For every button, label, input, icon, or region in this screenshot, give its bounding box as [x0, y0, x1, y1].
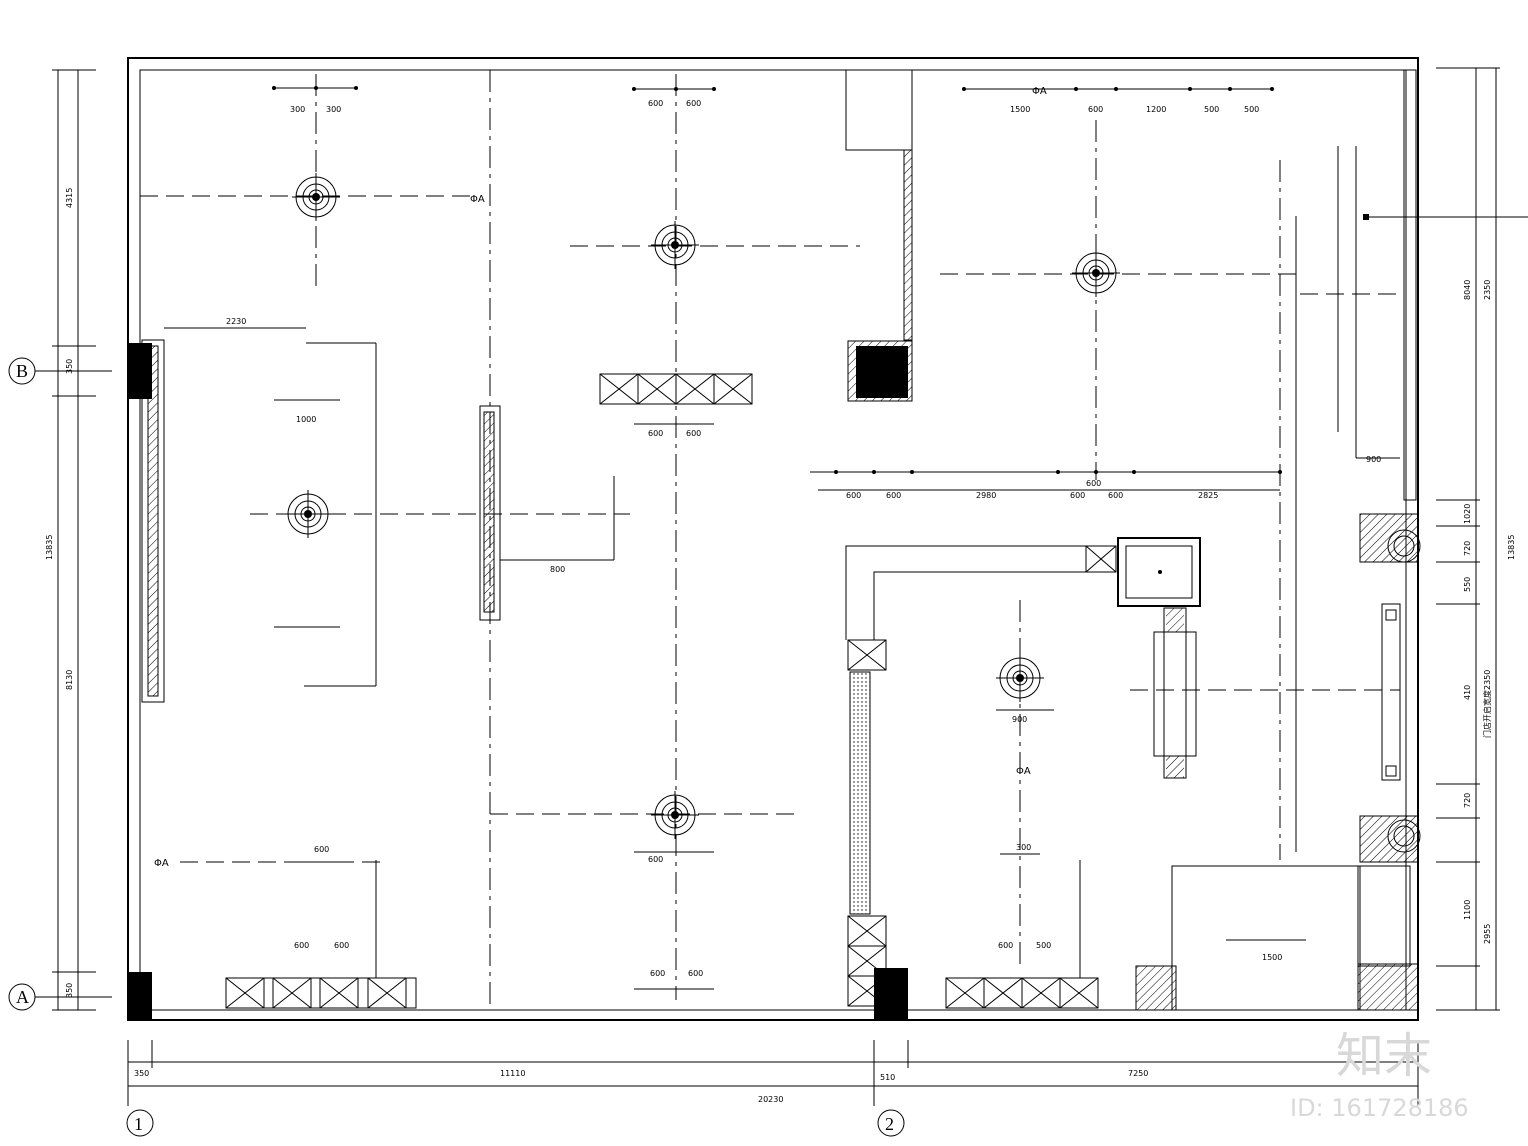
svg-text:ΦA: ΦA: [154, 858, 169, 869]
right-dimension-chain: 13835 8040 2350 1020 720 550 410 720 110…: [1436, 67, 1516, 1011]
svg-text:1500: 1500: [1262, 953, 1282, 962]
svg-text:A: A: [16, 987, 29, 1007]
svg-text:600: 600: [886, 491, 901, 500]
svg-text:2230: 2230: [226, 317, 246, 326]
svg-text:500: 500: [1036, 941, 1051, 950]
svg-text:20230: 20230: [758, 1095, 783, 1104]
svg-text:600: 600: [294, 941, 309, 950]
svg-text:600: 600: [686, 99, 701, 108]
crate-groups: [225, 373, 1099, 1009]
svg-text:350: 350: [134, 1069, 149, 1078]
svg-text:1000: 1000: [296, 415, 316, 424]
svg-text:门店开启宽度2350: 门店开启宽度2350: [1482, 670, 1492, 738]
svg-text:2955: 2955: [1483, 924, 1492, 944]
axis-bubble-2: 2: [877, 1109, 905, 1137]
svg-text:800: 800: [550, 565, 565, 574]
svg-text:600: 600: [648, 99, 663, 108]
svg-text:600: 600: [1108, 491, 1123, 500]
svg-text:600: 600: [648, 429, 663, 438]
svg-text:600: 600: [1070, 491, 1085, 500]
axis-bubble-1: 1: [126, 1109, 154, 1137]
svg-text:900: 900: [1366, 455, 1381, 464]
svg-text:8130: 8130: [65, 670, 74, 690]
svg-text:300: 300: [1016, 843, 1031, 852]
svg-text:2980: 2980: [976, 491, 996, 500]
svg-text:300: 300: [326, 105, 341, 114]
watermark: 知末 ID: 161728186: [1290, 1028, 1469, 1122]
interior-dimensions: [164, 86, 1528, 990]
svg-text:2: 2: [885, 1114, 894, 1134]
center-display-rack: [479, 405, 501, 621]
svg-text:2825: 2825: [1198, 491, 1218, 500]
l-counter: [845, 537, 1201, 915]
svg-text:1100: 1100: [1463, 900, 1472, 920]
svg-text:600: 600: [1088, 105, 1103, 114]
bench: [1153, 607, 1197, 779]
svg-text:500: 500: [1244, 105, 1259, 114]
svg-text:ΦA: ΦA: [1032, 86, 1047, 97]
svg-text:350: 350: [65, 983, 74, 998]
svg-text:11110: 11110: [500, 1069, 525, 1078]
svg-text:4315: 4315: [65, 188, 74, 208]
svg-text:600: 600: [686, 429, 701, 438]
svg-text:720: 720: [1463, 541, 1472, 556]
svg-text:1020: 1020: [1463, 504, 1472, 524]
svg-text:ΦA: ΦA: [470, 194, 485, 205]
interior-dim-text: 300 300 600 600 1500 600 1200 500 500 22…: [226, 99, 1381, 978]
svg-text:550: 550: [1463, 577, 1472, 592]
svg-text:2350: 2350: [1483, 280, 1492, 300]
storage-room: [845, 69, 913, 341]
svg-text:410: 410: [1463, 685, 1472, 700]
svg-text:600: 600: [334, 941, 349, 950]
svg-text:8040: 8040: [1463, 280, 1472, 300]
ceiling-lights: [283, 172, 1121, 840]
svg-text:350: 350: [65, 359, 74, 374]
bottom-dimension-chain: 350 11110 510 7250 20230: [127, 1040, 1419, 1106]
svg-text:600: 600: [650, 969, 665, 978]
svg-text:13835: 13835: [1507, 535, 1516, 560]
svg-text:600: 600: [1086, 479, 1101, 488]
left-dimension-chain: 4315 350 8130 350 13835: [45, 69, 96, 1011]
svg-text:ΦA: ΦA: [1016, 766, 1031, 777]
svg-text:7250: 7250: [1128, 1069, 1148, 1078]
svg-text:知末: 知末: [1336, 1028, 1432, 1084]
structural-columns: [128, 340, 913, 1020]
svg-text:300: 300: [290, 105, 305, 114]
svg-text:720: 720: [1463, 793, 1472, 808]
right-side-fixtures: [1135, 69, 1421, 1011]
left-wall-display: [141, 339, 165, 703]
svg-text:600: 600: [688, 969, 703, 978]
center-lines: [140, 70, 1404, 1010]
fixture-symbols: ΦA ΦA ΦA ΦA: [154, 86, 1047, 869]
svg-text:600: 600: [648, 855, 663, 864]
svg-text:1500: 1500: [1010, 105, 1030, 114]
svg-text:600: 600: [998, 941, 1013, 950]
axis-bubble-b: B: [8, 357, 112, 385]
svg-text:510: 510: [880, 1073, 895, 1082]
axis-bubble-a: A: [8, 983, 112, 1011]
svg-text:13835: 13835: [45, 535, 54, 560]
svg-text:ID: 161728186: ID: 161728186: [1290, 1094, 1469, 1122]
svg-text:900: 900: [1012, 715, 1027, 724]
svg-text:1200: 1200: [1146, 105, 1166, 114]
svg-text:600: 600: [846, 491, 861, 500]
svg-text:1: 1: [134, 1114, 143, 1134]
outer-walls: [127, 57, 1419, 1021]
svg-text:600: 600: [314, 845, 329, 854]
svg-text:B: B: [16, 361, 28, 381]
svg-text:500: 500: [1204, 105, 1219, 114]
